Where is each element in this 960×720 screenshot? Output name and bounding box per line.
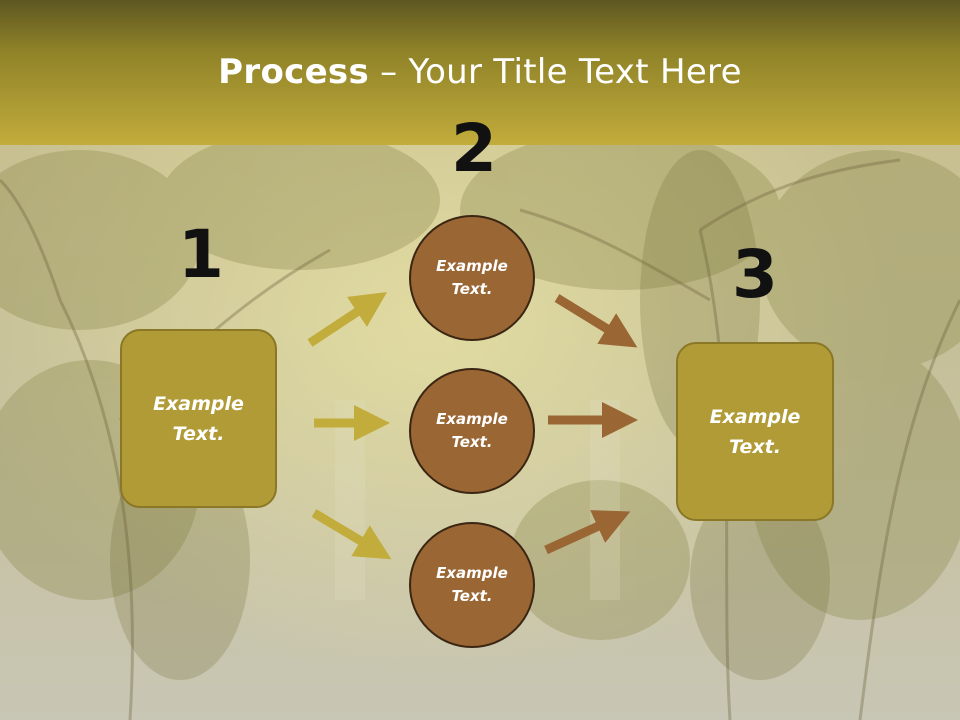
circle-middle-text: Example Text. [436,410,508,451]
right-box-text: Example Text. [709,405,801,458]
left-box-text: Example Text. [153,392,244,445]
circle-top-text: Example Text. [436,257,508,298]
arrow-right-icon [307,292,388,347]
header-band [0,0,960,145]
right-example-box: Example Text. [676,342,834,521]
circle-bottom-text: Example Text. [436,564,508,605]
arrow-right-icon [311,509,392,560]
left-example-box: Example Text. [120,329,277,508]
slide-title: Process – Your Title Text Here [0,52,960,92]
circle-middle: Example Text. [409,368,535,494]
circle-bottom: Example Text. [409,522,535,648]
title-bold: Process [218,52,370,92]
title-rest: – Your Title Text Here [369,52,742,92]
arrow-right-icon [544,510,631,555]
step-number-2: 2 [451,110,497,187]
step-number-3: 3 [732,236,778,313]
arrow-right-icon [554,294,638,348]
step-number-1: 1 [178,216,224,293]
circle-top: Example Text. [409,215,535,341]
